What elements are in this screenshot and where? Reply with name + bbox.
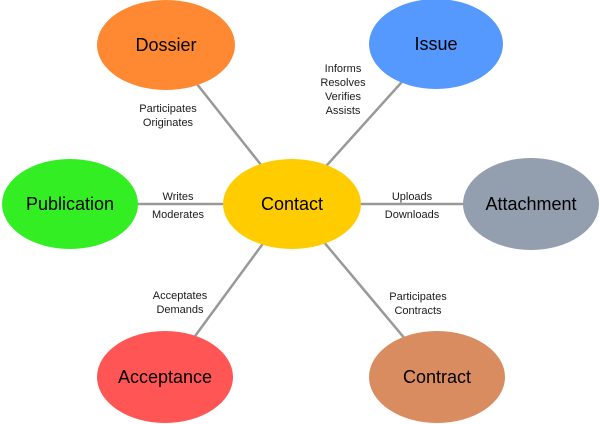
- node-contact[interactable]: Contact: [223, 159, 361, 249]
- node-dossier-label: Dossier: [135, 35, 196, 55]
- edge-label: Participates: [139, 103, 197, 115]
- node-dossier-shape[interactable]: [97, 0, 235, 90]
- node-attachment[interactable]: Attachment: [463, 158, 599, 250]
- node-contract-label: Contract: [403, 367, 471, 387]
- edge-label: Acceptates: [153, 290, 208, 302]
- node-attachment-label: Attachment: [485, 194, 576, 214]
- edge-label: Informs: [325, 63, 362, 75]
- edge-label: Assists: [326, 105, 361, 117]
- node-acceptance[interactable]: Acceptance: [97, 331, 233, 423]
- edge-label: Moderates: [152, 209, 204, 221]
- edge-label: Participates: [389, 291, 447, 303]
- edge-label: Verifies: [325, 91, 362, 103]
- edge-label: Resolves: [320, 77, 366, 89]
- node-attachment-shape[interactable]: [463, 158, 599, 250]
- node-publication-shape[interactable]: [2, 159, 138, 249]
- edge-label: Demands: [156, 304, 204, 316]
- node-contract-shape[interactable]: [369, 331, 505, 423]
- node-contract[interactable]: Contract: [369, 331, 505, 423]
- edge-labels-layer: ParticipatesOriginatesInformsResolvesVer…: [139, 63, 447, 317]
- edge-label: Originates: [143, 117, 194, 129]
- node-acceptance-label: Acceptance: [118, 367, 212, 387]
- node-acceptance-shape[interactable]: [97, 331, 233, 423]
- node-publication[interactable]: Publication: [2, 159, 138, 249]
- edge-label: Writes: [163, 191, 194, 203]
- edge-label: Uploads: [392, 191, 433, 203]
- node-contact-label: Contact: [261, 194, 323, 214]
- node-contact-shape[interactable]: [223, 159, 361, 249]
- edge-label: Downloads: [385, 209, 440, 221]
- node-issue[interactable]: Issue: [369, 0, 503, 89]
- node-issue-label: Issue: [414, 34, 457, 54]
- node-dossier[interactable]: Dossier: [97, 0, 235, 90]
- node-publication-label: Publication: [26, 194, 114, 214]
- node-issue-shape[interactable]: [369, 0, 503, 89]
- edge-label: Contracts: [394, 305, 442, 317]
